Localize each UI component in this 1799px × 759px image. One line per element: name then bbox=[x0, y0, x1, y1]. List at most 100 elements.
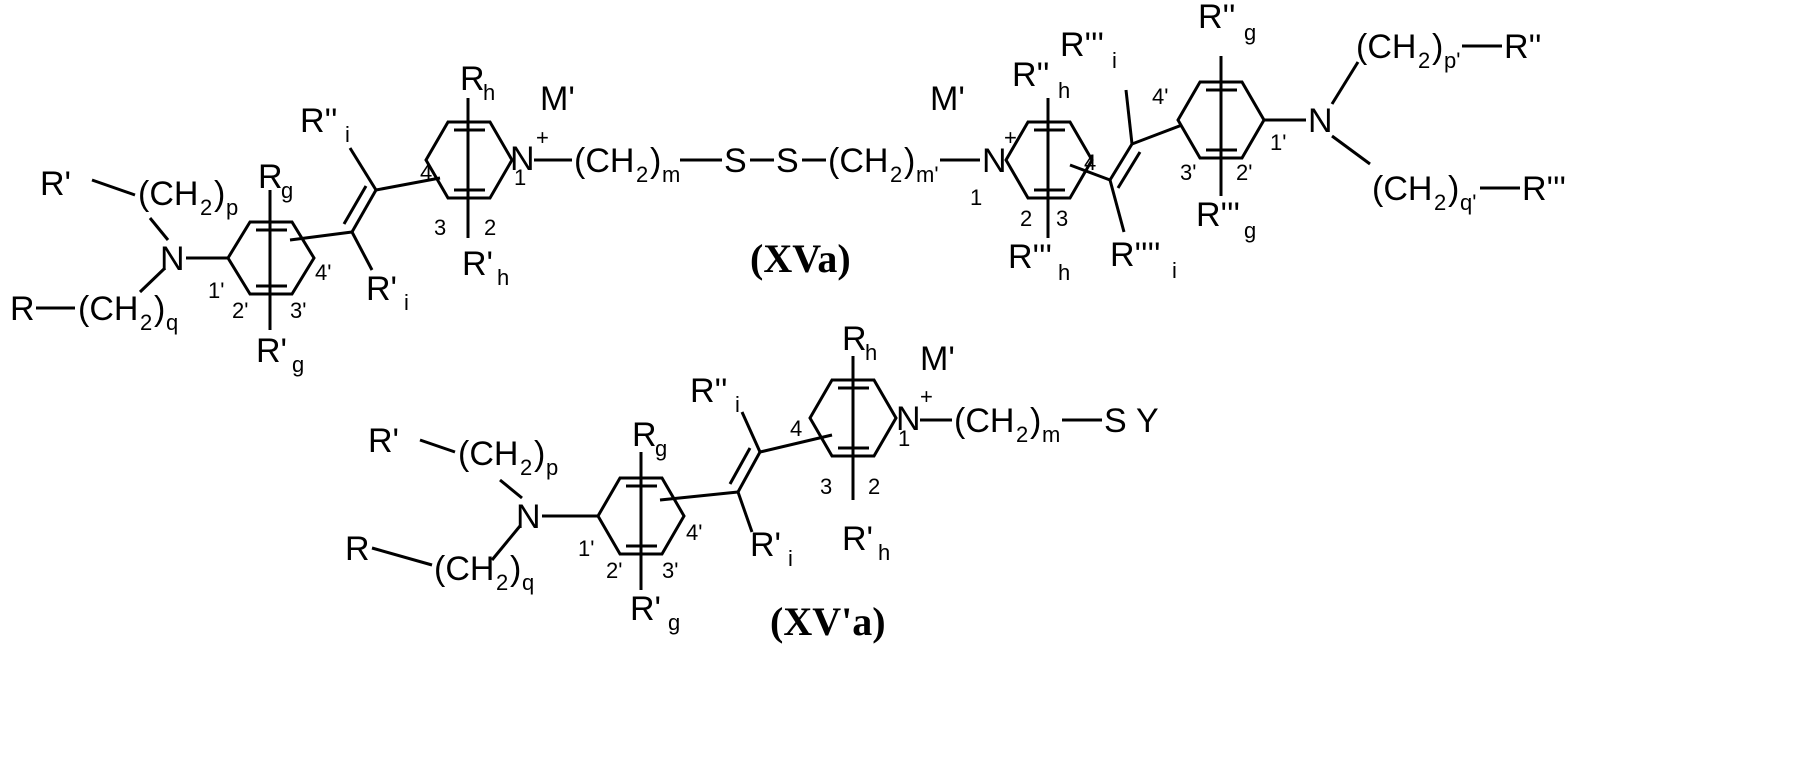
bond bbox=[140, 268, 165, 292]
position-3p: 3' bbox=[290, 298, 306, 323]
bond bbox=[1332, 62, 1358, 104]
sub-g: g bbox=[655, 436, 667, 461]
label-r-prime: R' bbox=[40, 165, 71, 203]
position-1: 1 bbox=[970, 185, 982, 210]
bond bbox=[1132, 125, 1182, 144]
sub-i: i bbox=[404, 290, 409, 315]
sub-i: i bbox=[735, 392, 740, 417]
position-4p: 4' bbox=[315, 260, 331, 285]
label-r-prime: R' bbox=[256, 332, 287, 370]
close-paren: ) bbox=[214, 175, 225, 213]
close-paren: ) bbox=[650, 142, 661, 180]
position-3: 3 bbox=[434, 215, 446, 240]
sulfur: S bbox=[1104, 402, 1127, 440]
position-4p: 4' bbox=[686, 520, 702, 545]
position-3p: 3' bbox=[1180, 160, 1196, 185]
bond bbox=[352, 232, 372, 270]
sub-h: h bbox=[497, 265, 509, 290]
amine-nitrogen: N bbox=[1308, 102, 1333, 140]
sub-2: 2 bbox=[1418, 48, 1430, 73]
pyridinium-nitrogen: N bbox=[896, 400, 921, 438]
label-r-dprime: R'' bbox=[690, 372, 728, 410]
label-r-tprime: R''' bbox=[1008, 238, 1052, 276]
position-4p: 4' bbox=[1152, 84, 1168, 109]
amine-nitrogen: N bbox=[516, 498, 541, 536]
sub-2: 2 bbox=[496, 570, 508, 595]
pyridinium-nitrogen: N bbox=[982, 142, 1007, 180]
bond bbox=[150, 218, 168, 240]
label-r-prime: R' bbox=[366, 270, 397, 308]
close-paren: ) bbox=[154, 290, 165, 328]
sub-m: m bbox=[662, 162, 680, 187]
sub-2: 2 bbox=[890, 162, 902, 187]
sub-p: p bbox=[546, 455, 558, 480]
compound-label-xva: (XVa) bbox=[750, 236, 851, 281]
ch2-open: (CH bbox=[954, 402, 1014, 440]
bond bbox=[350, 148, 376, 190]
sub-g: g bbox=[281, 178, 293, 203]
bond bbox=[1126, 90, 1132, 144]
position-4: 4 bbox=[420, 160, 432, 185]
label-r-prime: R' bbox=[462, 245, 493, 283]
sub-q: q bbox=[522, 570, 534, 595]
bond bbox=[92, 180, 135, 195]
position-1p: 1' bbox=[578, 536, 594, 561]
sub-p-prime: p' bbox=[1444, 48, 1460, 73]
label-r-qprime: R'''' bbox=[1110, 236, 1161, 274]
label-r-tprime: R''' bbox=[1522, 170, 1566, 208]
label-r: R bbox=[460, 60, 485, 98]
position-2p: 2' bbox=[606, 558, 622, 583]
group-y: Y bbox=[1136, 402, 1159, 440]
sub-g: g bbox=[292, 352, 304, 377]
ch2-open: (CH bbox=[1372, 170, 1432, 208]
ch2-open: (CH bbox=[458, 435, 518, 473]
label-r-prime: R' bbox=[842, 520, 873, 558]
pyridinium-nitrogen: N bbox=[510, 140, 535, 178]
sub-g: g bbox=[1244, 218, 1256, 243]
ch2-open: (CH bbox=[1356, 28, 1416, 66]
position-4: 4 bbox=[790, 416, 802, 441]
label-r-prime: R' bbox=[750, 526, 781, 564]
sub-h: h bbox=[1058, 260, 1070, 285]
label-r-dprime: R'' bbox=[1198, 0, 1236, 36]
structure-xv-prime-a: R' (CH 2 ) p R (CH 2 ) q N R g R' g 1' 2… bbox=[345, 320, 1159, 635]
close-paren: ) bbox=[1030, 402, 1041, 440]
counter-ion: M' bbox=[930, 80, 965, 118]
position-2: 2 bbox=[484, 215, 496, 240]
sub-2: 2 bbox=[1434, 190, 1446, 215]
sub-q: q bbox=[166, 310, 178, 335]
sub-h: h bbox=[878, 540, 890, 565]
ch2-open: (CH bbox=[78, 290, 138, 328]
double-bond bbox=[1110, 144, 1132, 180]
sub-2: 2 bbox=[200, 195, 212, 220]
position-3: 3 bbox=[1056, 206, 1068, 231]
position-2p: 2' bbox=[232, 298, 248, 323]
bond bbox=[742, 412, 760, 452]
sub-h: h bbox=[483, 80, 495, 105]
double-bond bbox=[344, 186, 366, 224]
bond bbox=[1110, 180, 1124, 232]
sub-h: h bbox=[1058, 78, 1070, 103]
sub-m: m bbox=[1042, 422, 1060, 447]
position-2: 2 bbox=[1020, 206, 1032, 231]
sub-i: i bbox=[1172, 258, 1177, 283]
plus-charge: + bbox=[536, 125, 549, 150]
sulfur: S bbox=[724, 142, 747, 180]
sub-2: 2 bbox=[636, 162, 648, 187]
label-r-prime: R' bbox=[368, 422, 399, 460]
bond bbox=[1332, 136, 1370, 164]
plus-charge: + bbox=[920, 384, 933, 409]
bond bbox=[372, 548, 432, 565]
sub-i: i bbox=[788, 546, 793, 571]
label-r-tprime: R''' bbox=[1196, 196, 1240, 234]
position-1p: 1' bbox=[1270, 130, 1286, 155]
close-paren: ) bbox=[904, 142, 915, 180]
sub-g: g bbox=[668, 610, 680, 635]
sub-2: 2 bbox=[1016, 422, 1028, 447]
close-paren: ) bbox=[1432, 28, 1443, 66]
amine-nitrogen: N bbox=[160, 240, 185, 278]
counter-ion: M' bbox=[920, 340, 955, 378]
sub-2: 2 bbox=[140, 310, 152, 335]
double-bond bbox=[738, 452, 760, 492]
label-r: R bbox=[842, 320, 867, 358]
